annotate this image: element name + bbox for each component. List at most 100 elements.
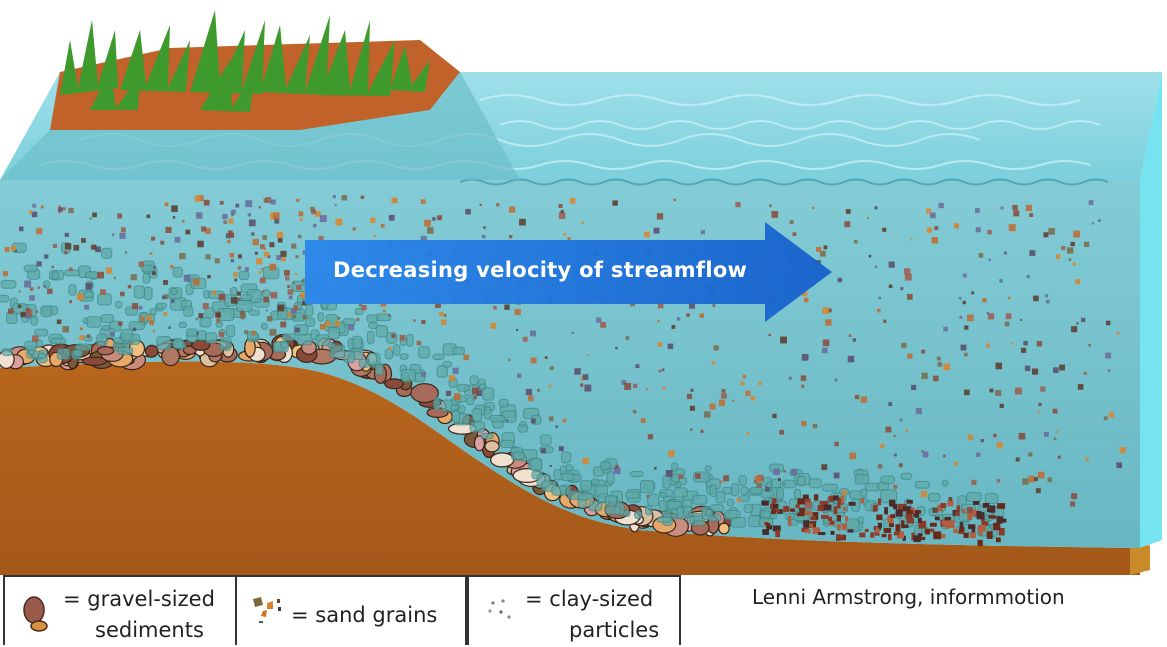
clay-particle: [287, 312, 292, 317]
sand-grain: [155, 302, 168, 310]
sand-grain: [143, 286, 153, 301]
sand-grain: [577, 493, 594, 501]
clay-particle: [195, 318, 199, 321]
clay-particle: [989, 388, 994, 393]
clay-particle: [291, 243, 297, 249]
clay-particle: [424, 219, 431, 227]
sand-grain: [96, 333, 108, 347]
clay-particle: [230, 209, 236, 215]
clay-particle: [560, 210, 564, 214]
clay-particle: [439, 311, 444, 317]
fine-sediment: [906, 510, 914, 515]
clay-particle: [860, 396, 868, 403]
clay-particle: [699, 313, 704, 318]
sand-grain: [634, 510, 643, 520]
sand-grain: [483, 406, 492, 420]
clay-particle: [260, 268, 263, 271]
fine-sediment: [973, 501, 980, 505]
clay-particle: [251, 232, 255, 236]
clay-particle: [509, 235, 513, 239]
grass-tufts: [60, 10, 430, 112]
clay-particle: [313, 223, 317, 228]
clay-particle: [1088, 344, 1091, 347]
fine-sediment: [976, 512, 985, 520]
fine-sediment: [797, 498, 806, 505]
clay-particle: [17, 304, 22, 309]
clay-particle: [563, 233, 567, 236]
fine-sediment: [891, 502, 895, 507]
clay-particle: [276, 255, 282, 261]
clay-particle: [849, 452, 856, 460]
sand-grain: [704, 465, 712, 472]
clay-particle: [337, 316, 341, 320]
clay-particle: [443, 313, 447, 317]
clay-particle: [58, 211, 61, 214]
clay-particle: [845, 209, 851, 214]
clay-particle: [922, 451, 929, 458]
fine-sediment: [906, 499, 913, 504]
bank-shadow: [0, 72, 520, 180]
clay-particle: [612, 200, 618, 206]
clay-particle: [32, 335, 39, 342]
clay-particle: [582, 457, 589, 465]
clay-particle: [758, 381, 762, 386]
clay-particle: [842, 490, 847, 496]
fine-sediment: [803, 520, 810, 528]
clay-particle: [1013, 210, 1020, 217]
clay-particle: [1119, 447, 1126, 454]
clay-particle: [382, 309, 386, 313]
sand-grain: [625, 491, 641, 499]
clay-particle: [899, 418, 903, 422]
clay-particle: [248, 219, 256, 227]
sand-grain: [37, 353, 47, 360]
sand-grain: [966, 492, 982, 502]
clay-particle: [171, 205, 178, 212]
clay-particle: [769, 204, 772, 208]
clay-particle: [937, 362, 943, 367]
clay-particle: [100, 289, 106, 295]
clay-particle: [948, 497, 953, 501]
clay-particle: [987, 229, 992, 235]
clay-particle: [1108, 412, 1114, 418]
clay-particle: [558, 446, 564, 452]
fine-sediment: [971, 526, 976, 534]
clay-particle: [931, 237, 939, 244]
sand-grain: [199, 317, 212, 328]
clay-particle: [765, 487, 770, 492]
clay-particle: [667, 343, 674, 350]
clay-particle: [721, 389, 726, 393]
clay-particle: [234, 278, 238, 282]
clay-particle: [238, 254, 242, 259]
clay-particle: [690, 388, 694, 392]
clay-particle: [987, 313, 995, 320]
clay-particle: [1068, 258, 1072, 261]
clay-particle: [1040, 386, 1046, 392]
sand-grain: [466, 397, 475, 406]
sand-grain: [469, 421, 486, 433]
sand-grain: [418, 346, 430, 359]
clay-particle: [79, 335, 84, 340]
clay-particle: [800, 375, 807, 381]
clay-particle: [966, 507, 973, 513]
clay-particle: [218, 331, 225, 338]
fine-sediment: [766, 525, 772, 530]
clay-particle: [801, 354, 809, 361]
clay-particle: [750, 396, 756, 401]
clay-particle: [1007, 296, 1011, 300]
clay-particle: [432, 217, 436, 221]
sand-grain: [860, 488, 868, 499]
fine-sediment: [845, 516, 848, 522]
sand-grain: [219, 337, 232, 351]
clay-particle: [299, 217, 303, 221]
clay-particle: [481, 234, 486, 239]
clay-particle: [695, 473, 701, 479]
clay-particle: [700, 429, 704, 433]
clay-particle: [883, 319, 887, 323]
clay-particle: [391, 333, 396, 338]
clay-particle: [834, 441, 839, 447]
fine-sediment: [937, 504, 943, 512]
clay-particle: [265, 197, 272, 203]
clay-particle: [932, 507, 938, 513]
clay-particle: [413, 319, 416, 322]
fine-sediment: [997, 503, 1006, 509]
